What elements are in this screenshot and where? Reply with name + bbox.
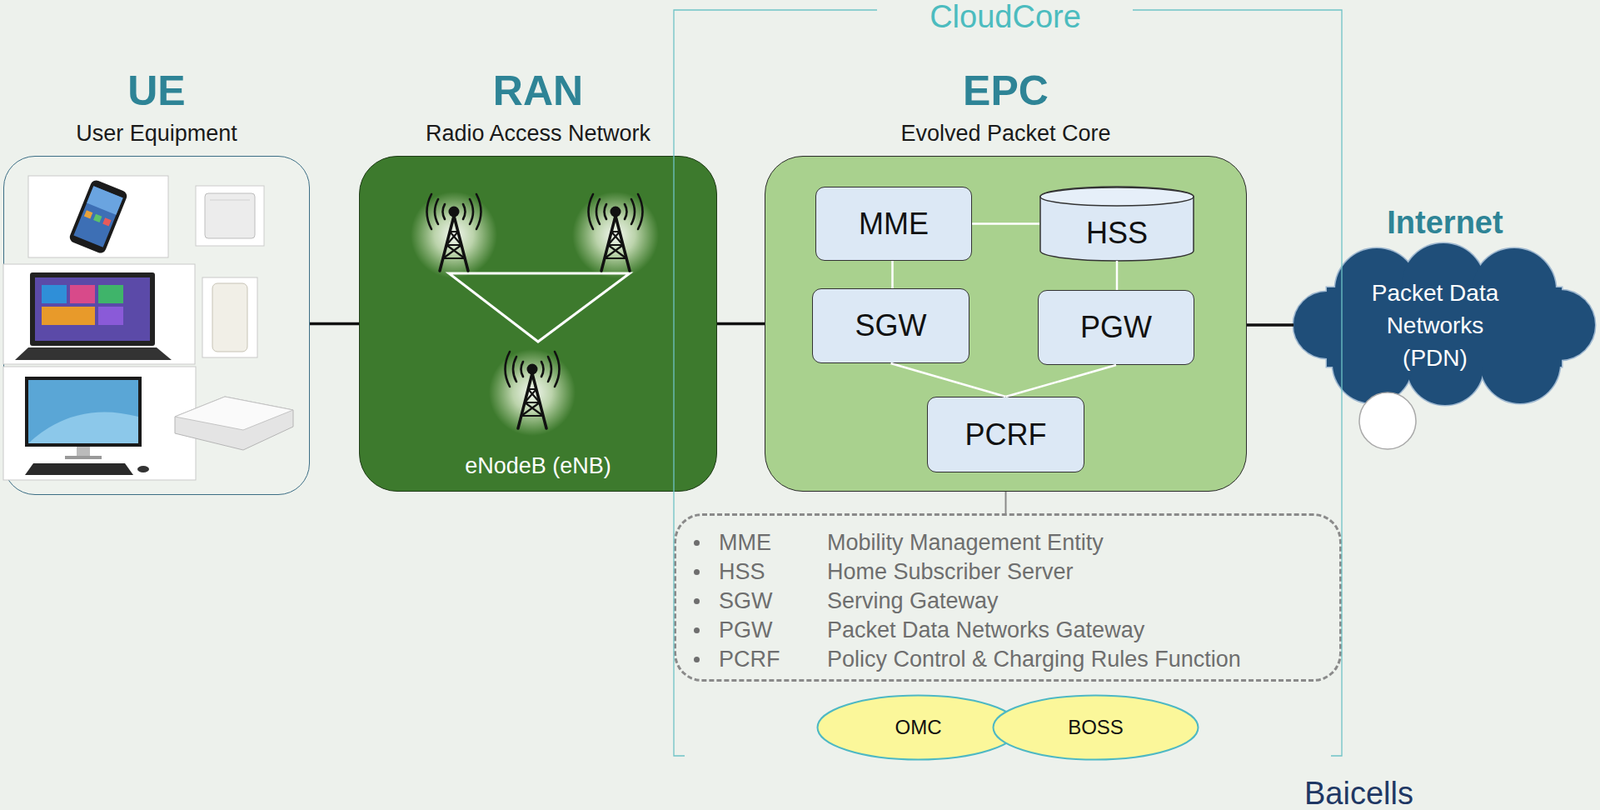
cloud-header: Internet <box>1226 204 1600 240</box>
box-body: SGW <box>812 289 969 363</box>
abbreviation: PCRF <box>718 646 828 673</box>
bullet-cell <box>676 557 719 587</box>
box-label: HSS <box>1086 215 1148 250</box>
box-label: BOSS <box>1067 715 1124 739</box>
box-label: PGW <box>1080 309 1152 344</box>
box-body: BOSS <box>991 693 1200 761</box>
abbreviation: PGW <box>718 617 828 643</box>
box-body: MME <box>816 187 972 260</box>
tower-links <box>448 273 630 342</box>
box-body: PGW <box>1038 290 1194 364</box>
glossary-rows: MMEMobility Management EntityHSSHome Sub… <box>676 528 1340 674</box>
bullet-dot <box>693 568 700 575</box>
glossary-row: PCRFPolicy Control & Charging Rules Func… <box>676 644 1340 674</box>
group-subtitle: User Equipment <box>0 119 376 147</box>
network-cloud: InternetPacket Data Networks (PDN) <box>1293 241 1597 409</box>
group-heading: UE <box>0 67 376 115</box>
group-box: UEUser Equipment <box>3 155 310 495</box>
definition: Policy Control & Charging Rules Function <box>827 646 1242 673</box>
group-footer: eNodeB (eNB) <box>359 452 717 479</box>
group-box: RANRadio Access NetworkeNodeB (eNB) <box>358 155 718 492</box>
box-label: MME <box>858 206 929 241</box>
glossary-row: HSSHome Subscriber Server <box>676 557 1340 587</box>
cloud-body: Packet Data Networks (PDN) <box>1293 241 1597 409</box>
bullet-dot <box>693 627 700 634</box>
process-box: SGW <box>812 288 970 364</box>
region-title: CloudCore <box>882 0 1128 34</box>
box-label: OMC <box>895 715 943 739</box>
cell-tower-icons <box>410 191 659 436</box>
glossary-box: MMEMobility Management EntityHSSHome Sub… <box>673 513 1342 682</box>
bullet-dot <box>693 656 700 663</box>
glossary-row: PGWPacket Data Networks Gateway <box>676 615 1340 645</box>
abbreviation: SGW <box>718 588 828 614</box>
box-label: PCRF <box>965 417 1047 452</box>
cloudcore-bracket <box>673 9 1342 756</box>
connector-line <box>1246 323 1294 327</box>
definition: Home Subscriber Server <box>827 558 1074 585</box>
brand-watermark: Baicells <box>1304 776 1471 810</box>
system-ellipse: OMC <box>816 693 1021 761</box>
station-label: eNodeB (eNB) <box>359 452 717 479</box>
definition: Packet Data Networks Gateway <box>827 617 1145 643</box>
group-box: EPCEvolved Packet CoreMMEHSSSGWPGWPCRF <box>764 155 1247 492</box>
database-cylinder: HSS <box>1039 186 1195 261</box>
group-header: UE User Equipment <box>0 67 376 147</box>
cloud-heading: Internet <box>1226 204 1600 240</box>
device-photos <box>3 175 294 480</box>
process-box: PCRF <box>927 396 1085 473</box>
group-header: RAN Radio Access Network <box>293 67 783 147</box>
box-body: HSS <box>1039 186 1195 261</box>
cloud-text: Packet Data Networks (PDN) <box>1360 276 1511 374</box>
process-box: MME <box>815 186 972 261</box>
cloud-bubble <box>1359 392 1416 449</box>
bullet-cell <box>676 615 719 645</box>
connector-line <box>309 322 359 326</box>
process-box: PGW <box>1037 289 1195 365</box>
system-ellipse: BOSS <box>991 693 1200 761</box>
bullet-cell <box>676 528 719 558</box>
connector-line <box>971 222 1040 225</box>
abbreviation: HSS <box>718 558 828 585</box>
box-body: PCRF <box>927 397 1084 472</box>
group-heading: EPC <box>698 67 1313 115</box>
connector-line <box>891 260 894 289</box>
connector-line <box>1005 491 1007 514</box>
glossary-row: MMEMobility Management Entity <box>676 528 1340 558</box>
box-body: OMC <box>816 693 1021 761</box>
group-header: EPC Evolved Packet Core <box>698 67 1313 147</box>
connector-line <box>891 363 1007 397</box>
abbreviation: MME <box>718 529 828 556</box>
group-subtitle: Evolved Packet Core <box>698 119 1313 147</box>
bullet-cell <box>676 586 719 616</box>
glossary-row: SGWServing Gateway <box>676 586 1340 616</box>
definition: Serving Gateway <box>827 588 999 614</box>
bullet-cell <box>676 644 719 674</box>
group-subtitle: Radio Access Network <box>293 119 783 147</box>
connector-line <box>717 322 765 326</box>
connector-line <box>1006 364 1117 397</box>
connector-line <box>1116 260 1119 290</box>
group-heading: RAN <box>293 67 783 115</box>
bullet-dot <box>693 539 700 546</box>
bullet-dot <box>693 598 700 604</box>
definition: Mobility Management Entity <box>827 529 1104 556</box>
box-label: SGW <box>855 308 928 343</box>
